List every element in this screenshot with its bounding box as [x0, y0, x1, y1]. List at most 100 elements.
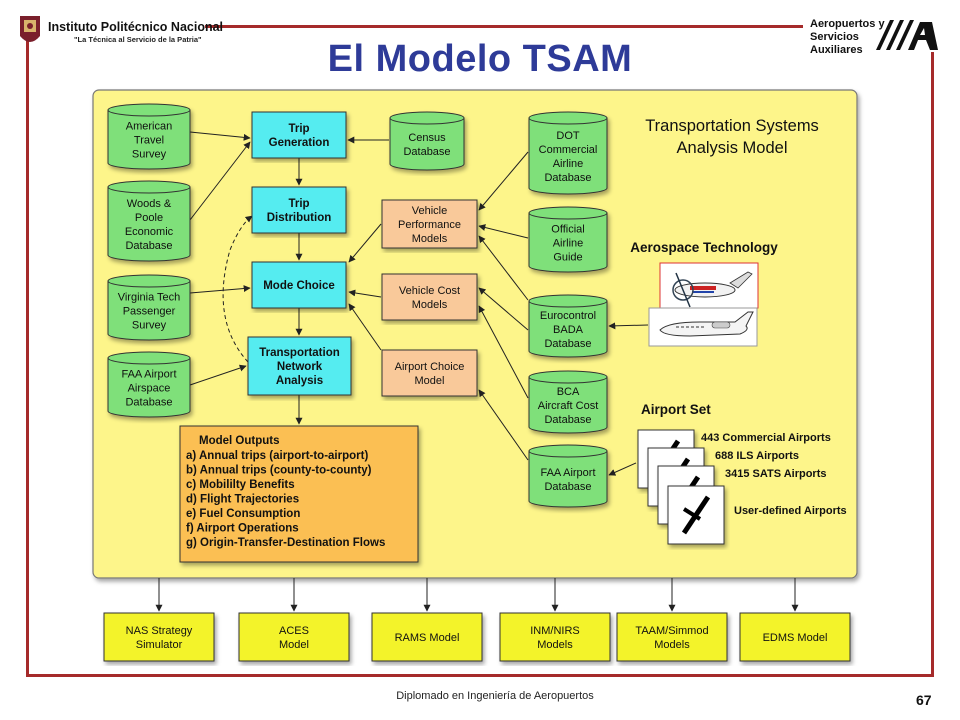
database-faa-airspace-line-3: Database [125, 397, 172, 409]
external-aces-line-2: Model [279, 639, 309, 651]
institution-name: Instituto Politécnico Nacional [48, 20, 224, 34]
arrow-virginia-to-mode [189, 285, 251, 294]
model-output-item: g) Origin-Transfer-Destination Flows [186, 537, 385, 549]
database-dot-line-3: Airline [553, 158, 584, 170]
arrow-network-feedback-dashed [222, 215, 253, 363]
external-rams: RAMS Model [371, 612, 483, 662]
process-trip-distribution-line-1: Trip [288, 198, 309, 210]
model-output-item: e) Fuel Consumption [186, 508, 300, 520]
external-inm-line-2: Models [537, 639, 573, 651]
database-woods-line-1: Woods & [127, 198, 172, 210]
arrow-woods-to-generation [189, 141, 251, 221]
arrow-airport-choice-to-mode [348, 303, 382, 351]
model-airport-choice-line-1: Airport Choice [395, 361, 465, 373]
department-line-1: Aeropuertos y [810, 18, 885, 30]
model-output-item: c) Mobililty Benefits [186, 479, 295, 491]
database-dot-line-1: DOT [556, 130, 580, 142]
database-woods-line-3: Economic [125, 226, 174, 238]
arrow-airportset-to-faa-airport [608, 462, 637, 476]
arrow-dot-to-vehicle-perf [478, 151, 529, 211]
database-census-line-2: Database [403, 146, 450, 158]
airport-item-1: 443 Commercial Airports [701, 432, 831, 444]
institution-motto: "La Técnica al Servicio de la Patria" [74, 35, 202, 44]
model-vehicle-cost-line-1: Vehicle Cost [399, 285, 460, 297]
external-edms-line-1: EDMS Model [763, 632, 828, 644]
database-oag-line-3: Guide [553, 252, 582, 264]
database-faa-airport-line-1: FAA Airport [540, 467, 595, 479]
database-woods-line-2: Poole [135, 212, 163, 224]
airport-item-2: 688 ILS Airports [715, 450, 799, 462]
database-faa-airspace-line-1: FAA Airport [121, 369, 176, 381]
database-american-line-3: Survey [132, 149, 167, 161]
frame-left-line [26, 40, 29, 676]
slide-title: El Modelo TSAM [327, 38, 633, 80]
external-inm-line-1: INM/NIRS [530, 625, 580, 637]
database-bada-line-3: Database [544, 338, 591, 350]
database-oag-line-1: Official [551, 224, 584, 236]
frame-top-line [205, 25, 803, 28]
process-trip-generation-line-1: Trip [288, 123, 309, 135]
department-name: Aeropuertos y Servicios Auxiliares [810, 18, 885, 57]
heading-line-1: Transportation Systems [645, 117, 819, 135]
external-taam-line-2: Models [654, 639, 690, 651]
ipn-logo [20, 16, 40, 42]
database-virginia-line-1: Virginia Tech [118, 292, 181, 304]
heading-line-2: Analysis Model [677, 139, 788, 157]
arrow-airspace-to-network [189, 364, 247, 386]
arrow-bca-to-vehicle-cost [478, 305, 529, 399]
database-bca-line-2: Aircraft Cost [538, 400, 599, 412]
asa-logo [876, 20, 938, 50]
model-airport-choice-line-2: Model [415, 375, 445, 387]
airport-item-4: User-defined Airports [734, 505, 847, 517]
arrow-aircraft-to-bada [608, 322, 649, 330]
process-network-analysis-line-3: Analysis [276, 375, 323, 387]
airport-cards [637, 429, 725, 545]
aircraft-image-1 [659, 262, 759, 309]
model-vehicle-performance-line-2: Performance [398, 219, 461, 231]
arrows-layer [155, 131, 799, 612]
model-output-item: f) Airport Operations [186, 523, 299, 535]
database-virginia-line-3: Survey [132, 320, 167, 332]
external-nas-line-1: NAS Strategy [126, 625, 193, 637]
database-dot-line-4: Database [544, 172, 591, 184]
frame-right-line [931, 52, 934, 676]
department-line-2: Servicios [810, 31, 859, 43]
airport-item-3: 3415 SATS Airports [725, 468, 826, 480]
database-oag-line-2: Airline [553, 238, 584, 250]
footer-course: Diplomado en Ingeniería de Aeropuertos [396, 690, 594, 702]
model-output-item: d) Flight Trajectories [186, 494, 299, 506]
airport-card-4 [667, 485, 725, 545]
department-line-3: Auxiliares [810, 44, 863, 56]
external-taam-line-1: TAAM/Simmod [635, 625, 708, 637]
external-edms: EDMS Model [739, 612, 851, 662]
process-network-analysis-line-1: Transportation [259, 347, 340, 359]
model-vehicle-cost-line-2: Models [412, 299, 448, 311]
frame-bottom-line [26, 674, 934, 677]
process-trip-generation-line-2: Generation [269, 137, 330, 149]
model-vehicle-performance-line-1: Vehicle [412, 205, 447, 217]
database-american-line-1: American [126, 121, 172, 133]
arrow-faa-airport-to-airport-choice [478, 389, 529, 461]
database-american-line-2: Travel [134, 135, 164, 147]
aerospace-technology-label: Aerospace Technology [630, 240, 778, 255]
database-faa-airspace-line-2: Airspace [128, 383, 171, 395]
model-output-item: b) Annual trips (county-to-county) [186, 465, 372, 477]
arrow-vehicle-cost-to-mode [348, 289, 382, 298]
database-bada-line-2: BADA [553, 324, 584, 336]
